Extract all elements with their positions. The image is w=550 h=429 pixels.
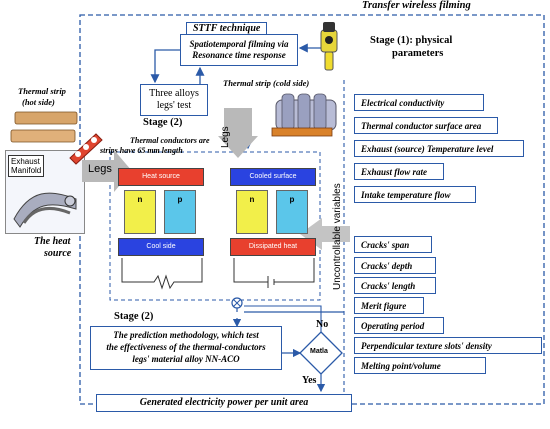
- module-left-bottom-label: Cool side: [146, 243, 176, 250]
- cold-strip-image-icon: [271, 93, 337, 137]
- module-right-top: Cooled surface: [230, 168, 316, 186]
- red-manifold-icon: [69, 133, 103, 165]
- uncontrollable-label: Uncontrollable variables: [332, 183, 343, 290]
- module-left-n: n: [137, 195, 143, 204]
- alloys-box: Three alloys legs' test: [140, 84, 208, 116]
- module-right-n: n: [249, 195, 255, 204]
- technique-box: Spatiotemporal filming via Resonance tim…: [180, 34, 298, 66]
- param-box-8: Cracks' length: [354, 277, 436, 294]
- stage1-line1: Stage (1): physical: [370, 35, 453, 46]
- alloys-line2: legs' test: [156, 100, 192, 111]
- param-box-3: Exhaust (source) Temperature level: [354, 140, 524, 157]
- prediction-line1: The prediction methodology, which test: [113, 330, 259, 340]
- circuit-right-icon: [233, 258, 315, 288]
- param-box-11: Perpendicular texture slots' density: [354, 337, 542, 354]
- decision-diamond: [299, 331, 343, 375]
- prediction-line3: legs' material alloy NN-ACO: [132, 354, 240, 364]
- module-left-p-leg: p: [164, 190, 196, 234]
- exhaust-label: Exhaust Manifold: [8, 155, 45, 177]
- legs-top-arrow: [218, 108, 258, 158]
- header-title: Transfer wireless filming: [362, 0, 471, 11]
- thermal-camera-icon: [320, 22, 338, 71]
- output-box: Generated electricity power per unit are…: [96, 394, 352, 412]
- module-right: Cooled surface n p Dissipated heat: [230, 168, 316, 266]
- heat-source-line2: source: [44, 248, 72, 259]
- param-box-7: Cracks' depth: [354, 257, 436, 274]
- stage1-line2: parameters: [392, 48, 444, 59]
- decision-no: No: [316, 319, 329, 330]
- thermal-strip-hot-line1: Thermal strip: [18, 86, 66, 96]
- technique-title: STTF technique: [186, 22, 268, 34]
- module-right-bottom-label: Dissipated heat: [248, 243, 298, 250]
- param-box-5: Intake temperature flow: [354, 186, 476, 203]
- thermal-strip-cold-label: Thermal strip (cold side): [223, 78, 310, 88]
- param-box-4: Exhaust flow rate: [354, 163, 444, 180]
- param-box-12: Melting point/volume: [354, 357, 486, 374]
- conductors-note-line2: strips have 65 mm length: [100, 146, 183, 155]
- param-box-10: Operating period: [354, 317, 444, 334]
- arrow-technique-to-alloys: [150, 49, 180, 84]
- param-box-9: Merit figure: [354, 297, 424, 314]
- conductors-note-line1: Thermal conductors are: [130, 136, 210, 145]
- module-left: Heat source n p Cool side: [118, 168, 204, 266]
- circuit-left-icon: [121, 258, 203, 290]
- stage2-top-label: Stage (2): [143, 117, 183, 128]
- stage2-bottom-label: Stage (2): [114, 311, 154, 322]
- module-right-p-leg: p: [276, 190, 308, 234]
- flow-no-loop: [244, 305, 322, 332]
- hot-strip-image-icon: [10, 111, 78, 143]
- module-right-top-label: Cooled surface: [249, 173, 297, 180]
- prediction-line2: the effectiveness of the thermal-conduct…: [106, 342, 266, 352]
- prediction-box: The prediction methodology, which test t…: [90, 326, 282, 370]
- module-left-top: Heat source: [118, 168, 204, 186]
- legs-top-label: Legs: [220, 126, 231, 148]
- technique-line2: Resonance time response: [192, 50, 286, 60]
- module-left-p: p: [177, 195, 183, 204]
- param-box-6: Cracks' span: [354, 236, 432, 253]
- technique-line1: Spatiotemporal filming via: [189, 39, 289, 49]
- module-left-n-leg: n: [124, 190, 156, 234]
- exhaust-line1: Exhaust: [11, 157, 40, 166]
- decision-label: Matla: [310, 348, 328, 355]
- manifold-icon: [13, 192, 77, 228]
- heat-source-line1: The heat: [34, 236, 71, 247]
- module-left-top-label: Heat source: [142, 173, 180, 180]
- legs-left-label: Legs: [88, 163, 112, 175]
- param-box-2: Thermal conductor surface area: [354, 117, 498, 134]
- thermal-strip-hot-line2: (hot side): [22, 97, 55, 107]
- decision-yes: Yes: [302, 375, 317, 386]
- alloys-line1: Three alloys: [149, 88, 199, 99]
- module-right-p: p: [289, 195, 295, 204]
- module-right-n-leg: n: [236, 190, 268, 234]
- param-box-1: Electrical conductivity: [354, 94, 484, 111]
- module-left-bottom: Cool side: [118, 238, 204, 256]
- output-label: Generated electricity power per unit are…: [139, 397, 309, 408]
- module-right-bottom: Dissipated heat: [230, 238, 316, 256]
- exhaust-image: Exhaust Manifold: [5, 150, 85, 234]
- exhaust-line2: Manifold: [11, 166, 42, 175]
